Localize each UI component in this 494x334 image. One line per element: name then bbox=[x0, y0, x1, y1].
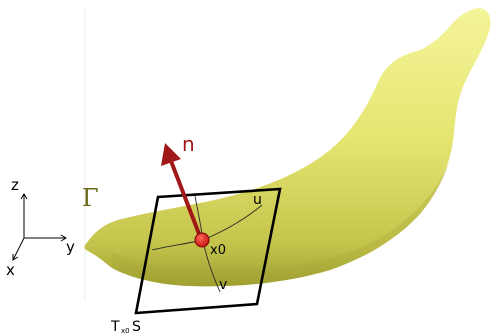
point-x0 bbox=[194, 232, 210, 248]
label-tangent-plane-tail: S bbox=[132, 319, 141, 334]
label-surface-gamma: Γ bbox=[82, 184, 99, 212]
normal-vector-arrowhead bbox=[161, 143, 181, 166]
banana-surface bbox=[84, 8, 491, 287]
axis-x-arrowhead bbox=[12, 254, 19, 261]
axis-z-label: z bbox=[11, 176, 19, 194]
label-normal: n bbox=[182, 132, 195, 156]
label-tangent-plane-sub: x0 bbox=[121, 327, 130, 334]
axis-x-label: x bbox=[6, 261, 15, 279]
banana-shadow bbox=[112, 160, 450, 287]
normal-vector-shaft bbox=[169, 160, 203, 240]
label-curve-v: v bbox=[219, 277, 227, 293]
label-curve-u: u bbox=[253, 192, 262, 208]
coordinate-axes bbox=[12, 193, 67, 261]
label-point: x0 bbox=[210, 243, 226, 258]
axis-y-arrowhead bbox=[60, 234, 67, 242]
axis-y-label: y bbox=[66, 238, 75, 256]
tangent-plane bbox=[134, 187, 282, 315]
axis-z-arrowhead bbox=[20, 193, 28, 200]
label-tangent-plane-main: T bbox=[110, 319, 120, 334]
axis-x-line bbox=[12, 237, 25, 261]
